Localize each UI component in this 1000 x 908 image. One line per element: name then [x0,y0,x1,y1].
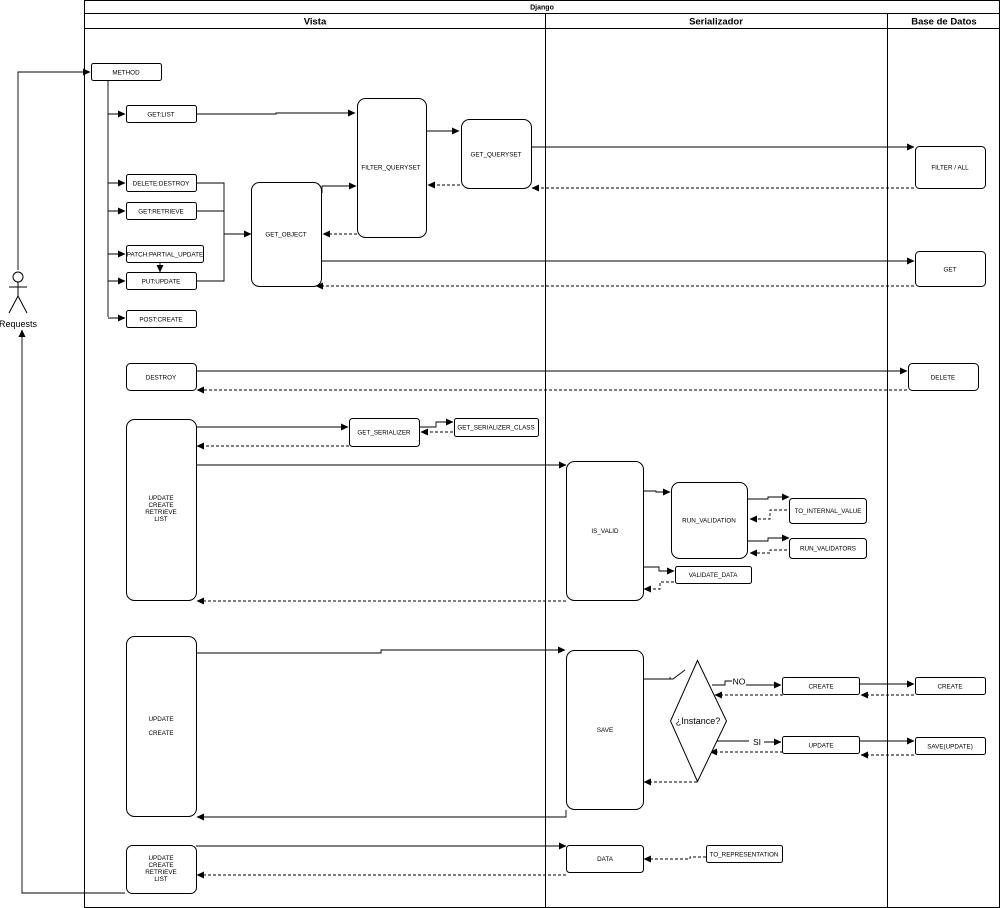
node-get-retrieve [126,202,197,220]
node-to-internal-value [789,498,867,524]
node-get-object [251,182,322,287]
label-validate-data: VALIDATE_DATA [689,572,739,579]
label-get-db: GET [944,267,957,274]
label-multi3-2: RETRIEVE [145,869,177,876]
label-to-representation: TO_REPRESENTATION [710,852,779,859]
label-put-update: PUT:UPDATE [142,279,181,286]
node-get-serializer-class [454,418,539,437]
label-get-object: GET_OBJECT [265,232,306,239]
label-multi1-0: UPDATE [148,495,173,502]
lane-base-de-datos-header: Base de Datos [911,17,976,28]
node-get-list [126,105,197,123]
label-multi3-3: LIST [154,876,167,883]
node-delete-db [908,363,979,391]
label-create-db: CREATE [937,684,962,691]
label-get-queryset: GET_QUERYSET [471,152,522,159]
node-get-queryset [461,119,532,189]
label-multi1-2: RETRIEVE [145,509,177,516]
node-create-db [915,677,986,695]
lane-vista-header: Vista [304,17,327,28]
node-save-update-db [915,737,986,755]
label-run-validation: RUN_VALIDATION [682,518,736,525]
label-get-list: GET:LIST [147,112,174,119]
lane-serializador-header: Serializador [689,17,743,28]
edge-label-si: SI [753,737,761,747]
node-update-create-retrieve-list-2 [126,845,197,894]
label-filter-queryset: FILTER_QUERYSET [361,165,420,172]
node-put-update [126,272,197,290]
node-destroy [126,363,197,391]
edges [17,68,915,894]
label-delete-db: DELETE [931,375,956,382]
label-multi2-2: CREATE [148,730,173,737]
node-instance-decision [669,659,728,783]
node-run-validators [789,538,867,559]
label-data: DATA [597,856,614,863]
label-multi2-0: UPDATE [148,716,173,723]
label-get-serializer-class: GET_SERIALIZER_CLASS [457,425,534,432]
actor-requests [8,271,28,314]
node-delete-destroy [126,174,197,192]
label-get-serializer: GET_SERIALIZER [357,430,411,437]
pool-title: Django [530,5,554,12]
node-get-serializer [349,418,420,447]
label-delete-destroy: DELETE:DESTROY [133,181,190,188]
label-run-validators: RUN_VALIDATORS [800,546,856,553]
label-multi3-0: UPDATE [148,855,173,862]
label-method: METHOD [112,70,140,77]
label-get-retrieve: GET:RETRIEVE [138,209,184,216]
label-to-internal-value: TO_INTERNAL_VALUE [795,508,862,515]
node-data [566,845,644,873]
return-edges [196,181,914,879]
node-run-validation [671,482,748,559]
node-update-create-retrieve-list-1 [126,419,197,601]
swimlane-pool: Django Vista Serializador Base de Datos [84,0,1000,908]
label-is-valid: IS_VALID [591,528,619,535]
node-method [91,63,162,81]
actor-label: Requests [0,319,38,329]
label-save: SAVE [597,727,613,734]
label-multi1-3: LIST [154,516,167,523]
node-filter-all [915,146,986,189]
label-multi3-1: CREATE [148,862,173,869]
node-update-create [126,636,197,817]
node-validate-data [675,566,752,584]
label-filter-all: FILTER / ALL [931,165,969,172]
node-to-representation [706,845,783,863]
node-update-serializer [782,736,860,754]
label-multi1-1: CREATE [148,502,173,509]
node-get-db [915,251,986,287]
label-post-create: POST:CREATE [139,317,182,324]
edge-label-no: NO [733,677,746,687]
label-destroy: DESTROY [146,375,177,382]
node-create-serializer [782,677,860,695]
label-update-serializer: UPDATE [808,743,833,750]
label-patch-partial-update: PATCH:PARTIAL_UPDATE [127,252,203,259]
node-filter-queryset [357,98,427,238]
node-is-valid [566,461,644,601]
node-post-create [126,310,197,328]
label-create-serializer: CREATE [808,684,833,691]
node-save [566,650,644,810]
label-save-update-db: SAVE(UPDATE) [927,744,973,751]
node-patch-partial-update [126,245,204,263]
label-instance-decision: ¿Instance? [676,716,721,726]
